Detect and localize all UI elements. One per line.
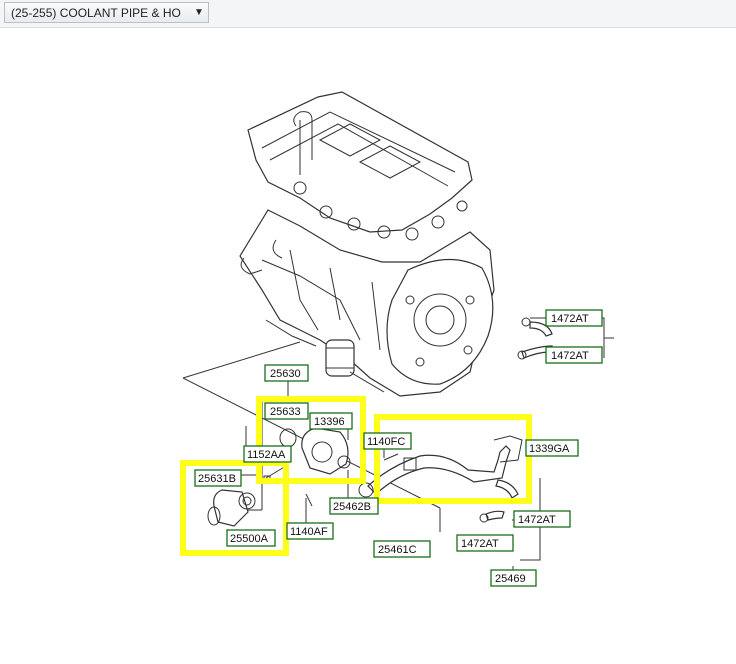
svg-text:13396: 13396: [314, 416, 345, 428]
svg-text:1140FC: 1140FC: [367, 436, 405, 448]
callout-1339GA[interactable]: 1339GA: [525, 439, 579, 457]
svg-text:1472AT: 1472AT: [461, 538, 499, 550]
callout-1472AT-low[interactable]: 1472AT: [456, 534, 514, 552]
group-select-value: (25-255) COOLANT PIPE & HO: [11, 5, 181, 20]
parts-diagram: 1472AT 1472AT 25630 25633 13396 1140FC 1…: [180, 91, 614, 587]
svg-text:25630: 25630: [270, 368, 301, 380]
chevron-down-icon[interactable]: ▼: [194, 7, 204, 18]
callout-1472AT-mid[interactable]: 1472AT: [545, 346, 603, 364]
svg-text:25461C: 25461C: [378, 544, 417, 556]
callout-25631B[interactable]: 25631B: [194, 469, 242, 487]
svg-text:25631B: 25631B: [198, 473, 236, 485]
svg-text:1472AT: 1472AT: [551, 350, 589, 362]
callout-25461C[interactable]: 25461C: [373, 540, 431, 558]
callout-1140FC[interactable]: 1140FC: [363, 432, 412, 450]
svg-text:1339GA: 1339GA: [529, 443, 570, 455]
callout-1472AT-top[interactable]: 1472AT: [545, 309, 603, 327]
highlight-box-left: [180, 460, 289, 556]
callout-1472AT-right[interactable]: 1472AT: [513, 510, 571, 528]
svg-text:1472AT: 1472AT: [551, 313, 589, 325]
top-toolbar: (25-255) COOLANT PIPE & HO ▼: [0, 0, 736, 28]
svg-text:25469: 25469: [495, 573, 526, 585]
svg-text:25500A: 25500A: [230, 533, 269, 545]
highlight-box-right: [374, 414, 532, 504]
callout-25630[interactable]: 25630: [264, 364, 309, 382]
svg-text:1140AF: 1140AF: [290, 526, 328, 538]
callout-25462B[interactable]: 25462B: [329, 497, 379, 515]
callout-25633[interactable]: 25633: [264, 402, 309, 420]
svg-text:25462B: 25462B: [333, 501, 371, 513]
callout-1152AA[interactable]: 1152AA: [243, 445, 292, 463]
group-select[interactable]: (25-255) COOLANT PIPE & HO ▼: [4, 2, 209, 23]
svg-text:25633: 25633: [270, 406, 301, 418]
callout-13396[interactable]: 13396: [309, 412, 353, 430]
svg-text:1152AA: 1152AA: [247, 449, 286, 461]
highlight-box-center: [256, 396, 366, 484]
callout-25500A[interactable]: 25500A: [226, 529, 276, 547]
svg-text:1472AT: 1472AT: [518, 514, 556, 526]
callout-25469[interactable]: 25469: [490, 569, 537, 587]
engine-illustration: [239, 91, 495, 397]
callout-1140AF[interactable]: 1140AF: [286, 522, 334, 540]
